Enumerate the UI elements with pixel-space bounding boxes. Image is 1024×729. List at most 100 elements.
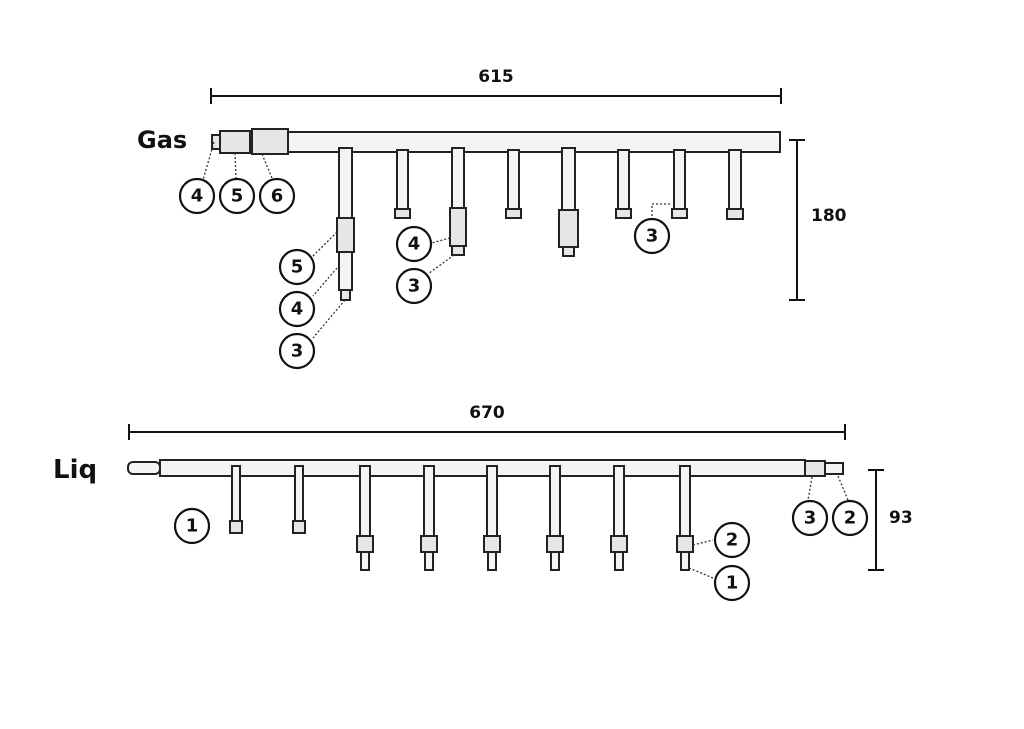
gas-branch-pipe xyxy=(338,251,353,291)
liq-height-dimension: 93 xyxy=(868,469,913,571)
svg-text:2: 2 xyxy=(726,530,739,551)
gas-branch-pipe xyxy=(451,147,465,209)
gas-length-value: 615 xyxy=(478,67,514,87)
svg-text:1: 1 xyxy=(726,573,739,594)
liq-branch-pipe xyxy=(294,465,304,522)
liq-branch-end xyxy=(229,520,243,534)
gas-header-pipe xyxy=(219,131,781,153)
svg-text:4: 4 xyxy=(408,234,421,255)
svg-text:5: 5 xyxy=(291,257,304,278)
callout-circle: 4 xyxy=(395,225,433,263)
gas-reducer-fitting xyxy=(219,130,251,154)
liq-branch-fitting xyxy=(610,535,628,553)
liq-branch-pipe xyxy=(679,465,691,537)
gas-branch-end xyxy=(340,289,351,301)
liq-branch-fitting xyxy=(676,535,694,553)
gas-branch-end xyxy=(726,208,744,220)
gas-branch-pipe xyxy=(338,147,353,219)
gas-branch-end xyxy=(671,208,688,219)
callout-circle: 6 xyxy=(258,177,296,215)
gas-branch-callout: 3 xyxy=(633,217,671,255)
liq-leader-lines xyxy=(688,475,849,579)
liq-branch-pipe xyxy=(360,551,370,571)
liq-branch-end xyxy=(292,520,306,534)
gas-branch-end xyxy=(562,246,575,257)
liq-height-value: 93 xyxy=(889,508,913,528)
liq-branch-pipe xyxy=(549,465,561,537)
callout-circle: 1 xyxy=(713,564,751,602)
liq-branch-pipe xyxy=(487,551,497,571)
liq-branch-callouts: 2 1 xyxy=(713,521,751,602)
gas-branch-pipe xyxy=(728,149,742,211)
gas-branch-fitting xyxy=(449,207,467,247)
svg-text:3: 3 xyxy=(646,226,659,247)
gas-header-group: Gas 615 180 xyxy=(137,67,847,370)
svg-text:2: 2 xyxy=(844,508,857,529)
liq-branches xyxy=(229,465,694,571)
svg-text:6: 6 xyxy=(271,186,284,207)
gas-length-dimension: 615 xyxy=(210,67,782,104)
liq-branch-pipe xyxy=(680,551,690,571)
gas-coupling-fitting xyxy=(251,128,289,155)
callout-circle: 3 xyxy=(791,499,829,537)
liq-branch-pipe xyxy=(423,465,435,537)
callout-circle: 4 xyxy=(178,177,216,215)
liq-end-callouts: 3 2 xyxy=(791,499,869,537)
liq-length-value: 670 xyxy=(469,403,505,423)
liq-branch-fitting xyxy=(356,535,374,553)
callout-circle: 5 xyxy=(278,248,316,286)
gas-branch-pipe xyxy=(396,149,409,211)
gas-end-stub xyxy=(211,134,221,150)
liq-branch-pipe xyxy=(359,465,371,537)
svg-text:4: 4 xyxy=(191,186,204,207)
gas-header-callouts: 4 5 6 xyxy=(178,177,296,215)
svg-text:4: 4 xyxy=(291,299,304,320)
liq-branch-pipe xyxy=(550,551,560,571)
gas-branch-end xyxy=(451,245,465,256)
gas-height-value: 180 xyxy=(811,206,847,226)
liq-length-dimension: 670 xyxy=(128,403,846,440)
liq-left-callout: 1 xyxy=(173,507,211,545)
svg-text:3: 3 xyxy=(408,276,421,297)
liq-branch-pipe xyxy=(614,551,624,571)
gas-branch-pipe xyxy=(561,147,576,211)
svg-text:1: 1 xyxy=(186,516,199,537)
callout-circle: 4 xyxy=(278,290,316,328)
liq-end-stub xyxy=(824,462,844,475)
liq-branch-pipe xyxy=(424,551,434,571)
gas-branch3-callouts: 4 3 xyxy=(395,225,433,305)
gas-branch-end xyxy=(505,208,522,219)
gas-height-dimension: 180 xyxy=(789,139,847,301)
callout-circle: 2 xyxy=(713,521,751,559)
gas-leader-lines xyxy=(202,141,670,339)
gas-branch-pipe xyxy=(617,149,630,211)
liq-branch-fitting xyxy=(420,535,438,553)
svg-text:3: 3 xyxy=(804,508,817,529)
liq-branch-pipe xyxy=(231,465,241,522)
liq-branch-pipe xyxy=(613,465,625,537)
gas-branch-end xyxy=(615,208,632,219)
callout-circle: 3 xyxy=(395,267,433,305)
callout-circle: 5 xyxy=(218,177,256,215)
gas-label: Gas xyxy=(137,126,187,154)
gas-branch-fitting xyxy=(558,209,579,248)
liq-end-stub xyxy=(127,461,161,475)
gas-branches xyxy=(336,147,744,301)
liq-header-group: Liq 670 93 xyxy=(53,403,913,602)
callout-circle: 2 xyxy=(831,499,869,537)
callout-circle: 3 xyxy=(278,332,316,370)
svg-text:5: 5 xyxy=(231,186,244,207)
liq-branch-fitting xyxy=(483,535,501,553)
liq-reducer-fitting xyxy=(804,460,826,477)
liq-header-pipe xyxy=(159,459,806,477)
liq-branch-fitting xyxy=(546,535,564,553)
gas-branch-pipe xyxy=(673,149,686,211)
svg-text:3: 3 xyxy=(291,341,304,362)
liq-label: Liq xyxy=(53,455,97,485)
gas-branch-pipe xyxy=(507,149,520,211)
gas-branch-end xyxy=(394,208,411,219)
gas-branch1-callouts: 5 4 3 xyxy=(278,248,316,370)
gas-branch-fitting xyxy=(336,217,355,253)
liq-branch-pipe xyxy=(486,465,498,537)
